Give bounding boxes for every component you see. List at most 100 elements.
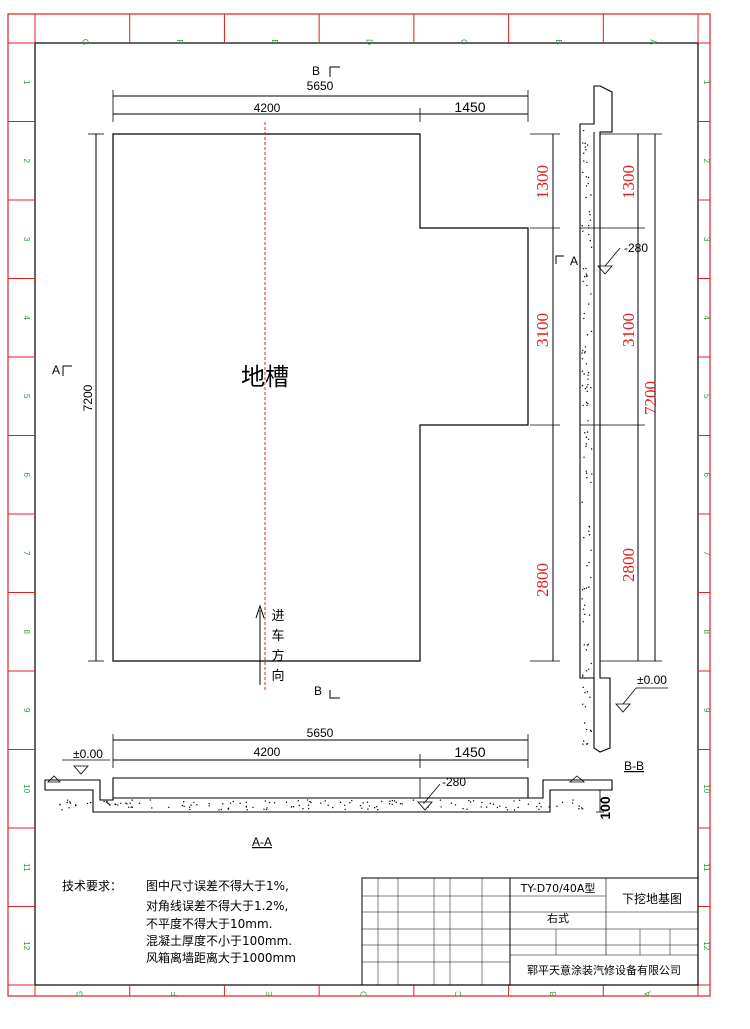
- svg-text:方: 方: [271, 648, 284, 664]
- hatch-dot: [285, 801, 288, 803]
- hatch-dot: [306, 799, 309, 801]
- border-label: 8: [702, 630, 711, 635]
- hatch-dot: [584, 346, 587, 348]
- hatch-dot: [582, 608, 585, 610]
- hatch-dot: [361, 807, 363, 809]
- hatch-dot: [582, 129, 585, 132]
- hatch-dot: [587, 224, 590, 227]
- hatch-dot: [69, 801, 71, 803]
- hatch-dot: [587, 643, 590, 645]
- hatch-dot: [589, 696, 591, 698]
- hatch-dot: [582, 280, 584, 282]
- aa-depth: -280: [442, 775, 466, 789]
- hatch-dot: [536, 805, 538, 808]
- section-mark-a-right: A: [570, 254, 578, 268]
- border-label: 10: [22, 784, 31, 793]
- hatch-dot: [324, 800, 327, 802]
- border-label: 11: [702, 863, 711, 872]
- hatch-dot: [344, 808, 346, 811]
- concrete-hatch-bb: [581, 129, 593, 745]
- hatch-dot: [578, 805, 580, 807]
- border-label: 8: [22, 630, 31, 635]
- hatch-dot: [130, 806, 132, 808]
- hatch-dot: [586, 390, 588, 393]
- hatch-dot: [292, 806, 295, 808]
- hatch-dot: [585, 401, 588, 404]
- hatch-dot: [412, 799, 415, 801]
- hatch-dot: [584, 350, 586, 353]
- hatch-dot: [218, 809, 220, 811]
- bb-seg-2: 3100: [619, 313, 638, 347]
- hatch-dot: [585, 363, 588, 365]
- hatch-dot: [583, 456, 585, 458]
- hatch-dot: [582, 268, 585, 270]
- hatch-dot: [581, 358, 584, 360]
- hatch-dot: [480, 806, 482, 808]
- hatch-dot: [590, 576, 592, 579]
- border-label: B: [549, 991, 558, 996]
- hatch-dot: [399, 803, 402, 805]
- hatch-dot: [472, 800, 475, 802]
- hatch-dot: [590, 662, 592, 665]
- hatch-dot: [469, 801, 472, 803]
- hatch-dot: [190, 804, 192, 806]
- hatch-dot: [391, 799, 394, 802]
- hatch-dot: [588, 227, 590, 229]
- hatch-dot: [585, 649, 588, 651]
- hatch-dot: [589, 219, 592, 221]
- svg-text:进: 进: [271, 609, 284, 624]
- section-mark-b-top: B: [312, 64, 320, 78]
- hatch-dot: [450, 802, 453, 804]
- hatch-dot: [376, 808, 379, 811]
- hatch-dot: [362, 802, 364, 804]
- hatch-dot: [496, 806, 499, 809]
- hatch-dot: [391, 803, 393, 806]
- hatch-dot: [274, 802, 276, 804]
- hatch-dot: [583, 373, 585, 375]
- hatch-dot: [138, 802, 141, 804]
- hatch-dot: [481, 801, 483, 804]
- hatch-dot: [589, 239, 592, 242]
- hatch-dot: [309, 800, 311, 803]
- hatch-dot: [585, 670, 588, 672]
- hatch-dot: [389, 800, 391, 802]
- border-label: D: [360, 991, 369, 997]
- hatch-dot: [168, 806, 170, 808]
- hatch-dot: [589, 729, 592, 732]
- border-label: 6: [702, 473, 711, 478]
- hatch-dot: [183, 805, 185, 807]
- tb-model: TY-D70/40A型: [520, 881, 596, 895]
- border-label: 10: [702, 784, 711, 793]
- hatch-dot: [517, 806, 519, 809]
- hatch-dot: [581, 589, 584, 591]
- hatch-dot: [264, 800, 266, 802]
- hatch-dot: [131, 806, 134, 808]
- hatch-dot: [208, 805, 210, 807]
- hatch-dot: [583, 588, 586, 590]
- hatch-dot: [588, 561, 590, 564]
- bb-seg-3: 2800: [619, 548, 638, 582]
- hatch-dot: [588, 614, 591, 616]
- hatch-dot: [581, 501, 583, 503]
- hatch-dot: [61, 809, 63, 811]
- hatch-dot: [585, 470, 587, 472]
- border-label: E: [265, 991, 274, 996]
- hatch-dot: [582, 404, 584, 407]
- hatch-dot: [117, 804, 119, 806]
- hatch-dot: [506, 809, 509, 811]
- hatch-dot: [367, 808, 369, 810]
- hatch-dot: [439, 799, 442, 801]
- tech-req-line: 图中尺寸误差不得大于1%,: [146, 878, 289, 893]
- hatch-dot: [587, 420, 589, 422]
- hatch-dot: [454, 804, 457, 806]
- hatch-dot: [298, 804, 300, 807]
- border-label: G: [80, 39, 89, 45]
- hatch-dot: [586, 476, 588, 479]
- hatch-dot: [582, 621, 584, 623]
- hatch-dot: [581, 349, 584, 352]
- hatch-dot: [591, 473, 593, 475]
- hatch-dot: [245, 801, 248, 804]
- hatch-dot: [188, 806, 191, 808]
- border-label: 12: [22, 941, 31, 950]
- bb-ground: ±0.00: [637, 673, 667, 687]
